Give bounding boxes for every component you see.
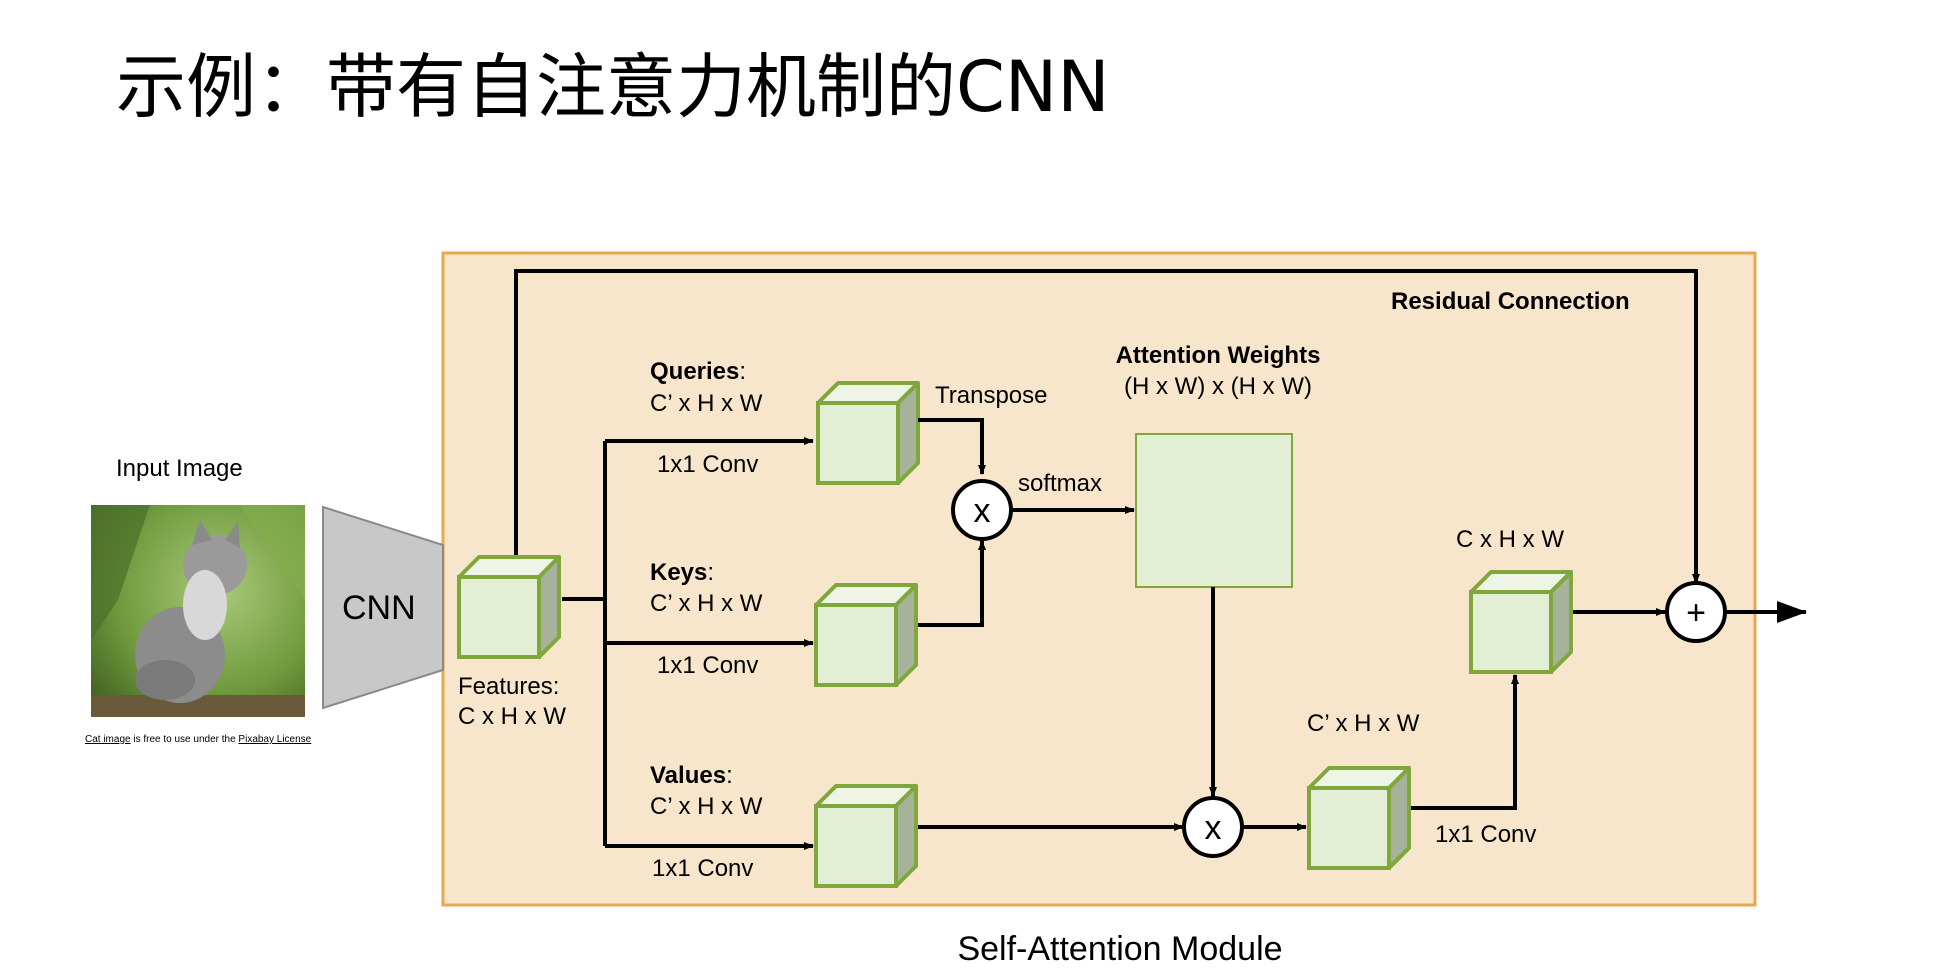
output-cube [1307,766,1411,870]
residual-connection-arrow [514,269,1700,584]
slide-title: 示例：带有自注意力机制的CNN [116,46,1110,128]
queries-cube [816,381,920,485]
attention-weights-label: Attention Weights [1116,342,1321,369]
attention-weights-matrix [1135,433,1293,588]
projection-cube [1469,570,1573,674]
keys-conv-label: 1x1 Conv [657,652,758,679]
residual-connection-label: Residual Connection [1391,288,1630,315]
softmax-label: softmax [1018,470,1102,497]
module-caption: Self-Attention Module [957,930,1282,968]
projection-conv-label: 1x1 Conv [1435,821,1536,848]
keys-cube [814,583,918,687]
values-dims: C’ x H x W [650,793,763,820]
keys-dims: C’ x H x W [650,590,763,617]
transpose-arrow [918,418,986,475]
output-dims: C’ x H x W [1307,710,1420,737]
queries-dims: C’ x H x W [650,390,763,417]
queries-conv-label: 1x1 Conv [657,451,758,478]
image-credit: Cat image is free to use under the Pixab… [85,734,312,745]
features-label: Features: [458,673,559,700]
multiply-symbol-1: x [974,492,991,530]
keys-label: Keys: [650,559,714,586]
values-label: Values: [650,762,733,789]
transpose-label: Transpose [935,382,1048,409]
projection-dims: C x H x W [1456,526,1564,553]
features-dims: C x H x W [458,703,566,730]
cnn-block [322,505,444,710]
input-cat-image [91,505,305,717]
keys-to-multiply-arrow [918,540,986,627]
add-symbol: + [1686,594,1706,632]
cnn-label: CNN [342,589,416,627]
values-cube [814,784,918,888]
multiply-symbol-2: x [1205,809,1222,847]
features-cube [457,555,561,659]
input-image-label: Input Image [116,455,243,482]
queries-label: Queries: [650,358,746,385]
attention-weights-dims: (H x W) x (H x W) [1124,373,1312,400]
projection-conv-arrow [1411,674,1519,810]
values-conv-label: 1x1 Conv [652,855,753,882]
